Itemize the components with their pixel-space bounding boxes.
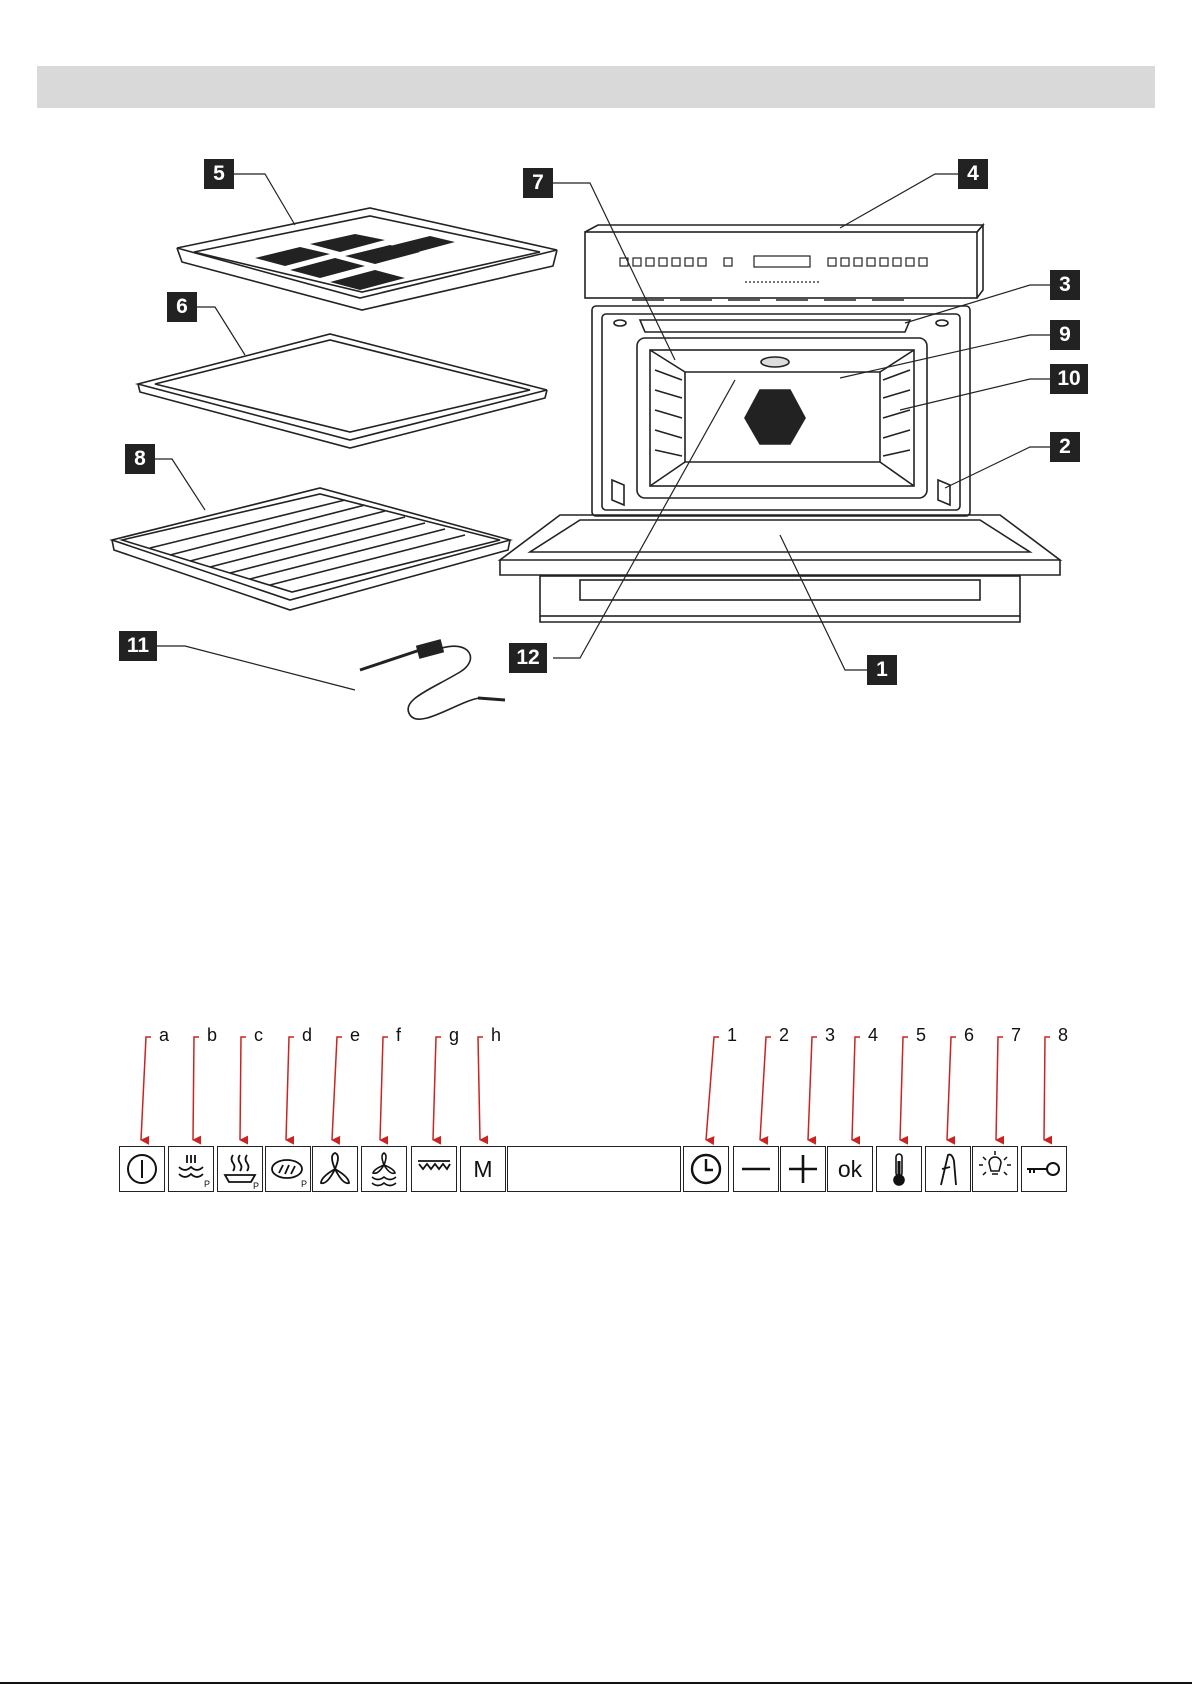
memory-button[interactable]: M bbox=[460, 1146, 506, 1192]
tray-with-grid bbox=[177, 208, 557, 310]
probe-button[interactable] bbox=[925, 1146, 971, 1192]
wire-rack bbox=[112, 488, 510, 610]
key-lock-icon bbox=[1024, 1149, 1064, 1189]
svg-text:P: P bbox=[301, 1179, 307, 1189]
power-icon bbox=[122, 1149, 162, 1189]
probe-icon bbox=[928, 1149, 968, 1189]
memory-icon: M bbox=[473, 1156, 492, 1183]
thermometer-icon bbox=[879, 1149, 919, 1189]
light-icon bbox=[975, 1149, 1015, 1189]
power-button[interactable] bbox=[119, 1146, 165, 1192]
meat-probe bbox=[360, 640, 505, 719]
bread-p-icon: P bbox=[268, 1149, 308, 1189]
fan-steam-icon bbox=[364, 1149, 404, 1189]
callout-2: 2 bbox=[1050, 432, 1080, 462]
steam-p-icon: P bbox=[171, 1149, 211, 1189]
fan-icon bbox=[315, 1149, 355, 1189]
steam-program-button[interactable]: P bbox=[168, 1146, 214, 1192]
panel-arrows bbox=[0, 1030, 1192, 1150]
grill-icon bbox=[414, 1149, 454, 1189]
callout-8: 8 bbox=[125, 444, 155, 474]
callout-4: 4 bbox=[958, 159, 988, 189]
oven-body bbox=[500, 225, 1060, 622]
steam-tray-program-button[interactable]: P bbox=[217, 1146, 263, 1192]
callout-9: 9 bbox=[1050, 320, 1080, 350]
callout-12: 12 bbox=[509, 643, 547, 673]
callout-6: 6 bbox=[167, 292, 197, 322]
fan-steam-button[interactable] bbox=[361, 1146, 407, 1192]
display-window bbox=[507, 1146, 681, 1192]
steam-tray-p-icon: P bbox=[220, 1149, 260, 1189]
footer-rule bbox=[0, 1682, 1192, 1684]
bread-program-button[interactable]: P bbox=[265, 1146, 311, 1192]
grill-button[interactable] bbox=[411, 1146, 457, 1192]
callout-1: 1 bbox=[867, 655, 897, 685]
callout-3: 3 bbox=[1050, 270, 1080, 300]
fan-button[interactable] bbox=[312, 1146, 358, 1192]
svg-text:P: P bbox=[204, 1179, 210, 1189]
minus-button[interactable] bbox=[733, 1146, 779, 1192]
baking-tray bbox=[138, 334, 547, 448]
light-button[interactable] bbox=[972, 1146, 1018, 1192]
oven-diagram bbox=[0, 0, 1192, 720]
child-lock-button[interactable] bbox=[1021, 1146, 1067, 1192]
temperature-button[interactable] bbox=[876, 1146, 922, 1192]
svg-text:P: P bbox=[253, 1181, 259, 1189]
clock-button[interactable] bbox=[683, 1146, 729, 1192]
callout-7: 7 bbox=[523, 168, 553, 198]
ok-icon: ok bbox=[838, 1156, 862, 1183]
callout-5: 5 bbox=[204, 159, 234, 189]
clock-icon bbox=[686, 1149, 726, 1189]
callout-10: 10 bbox=[1050, 364, 1088, 394]
ok-button[interactable]: ok bbox=[827, 1146, 873, 1192]
minus-icon bbox=[736, 1149, 776, 1189]
plus-icon bbox=[783, 1149, 823, 1189]
plus-button[interactable] bbox=[780, 1146, 826, 1192]
callout-11: 11 bbox=[119, 631, 157, 661]
